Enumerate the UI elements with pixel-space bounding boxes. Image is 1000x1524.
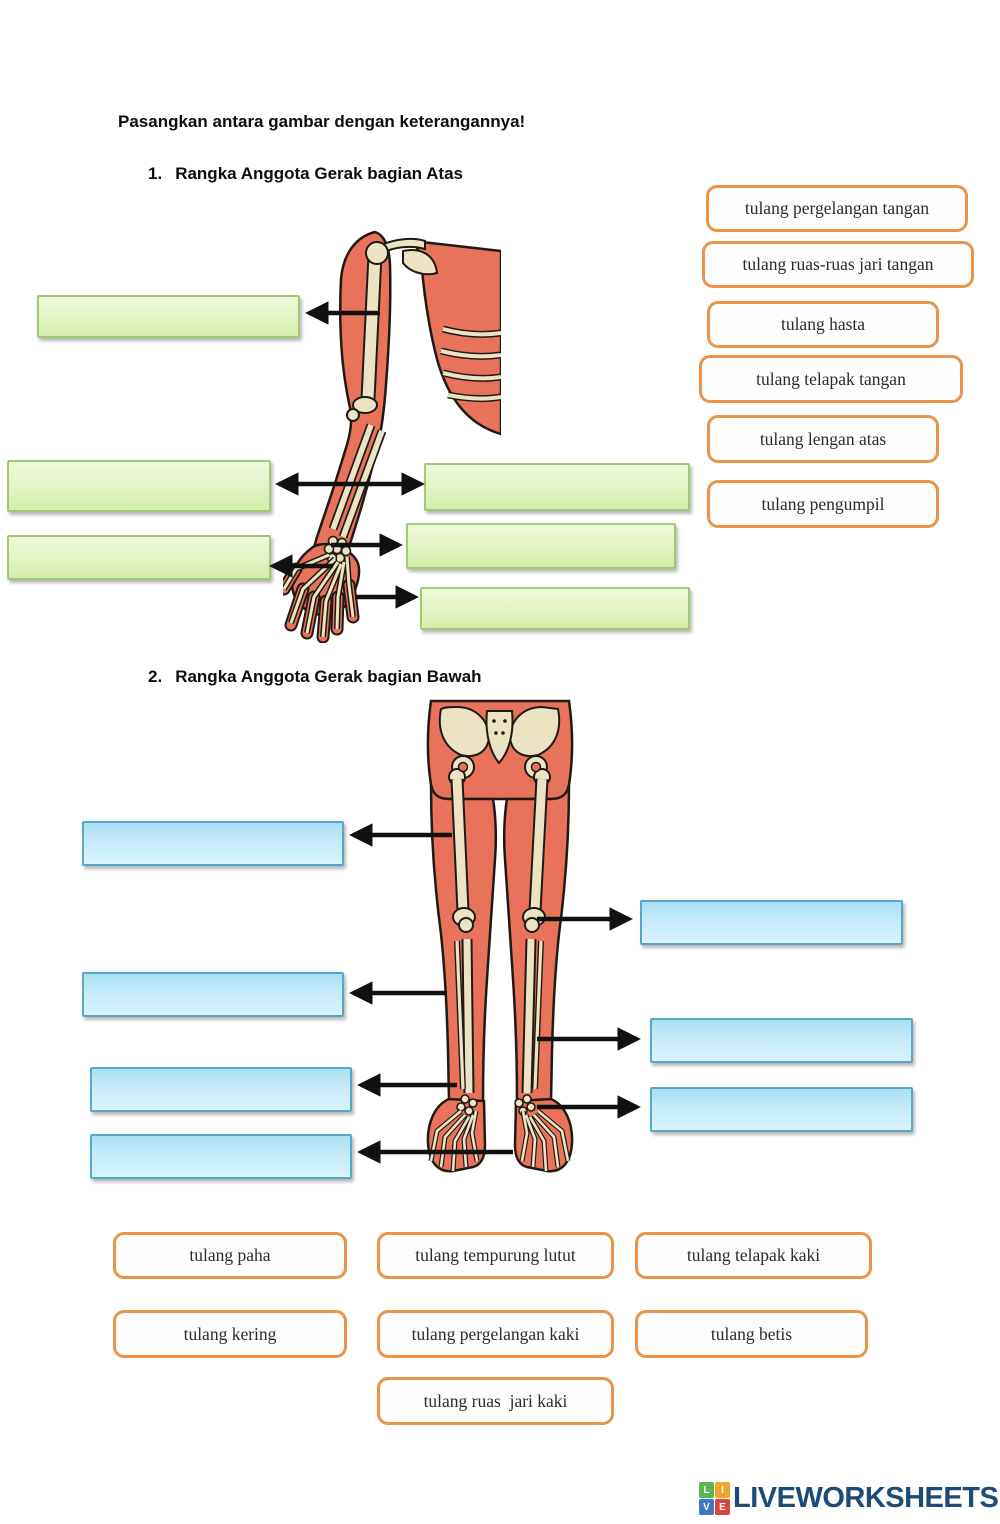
option-label: tulang lengan atas bbox=[759, 428, 887, 449]
section1-heading-text: Rangka Anggota Gerak bagian Atas bbox=[175, 164, 463, 183]
liveworksheets-logo[interactable]: L I V E LIVEWORKSHEETS bbox=[699, 1482, 999, 1515]
answer-box-lower-3[interactable] bbox=[90, 1067, 352, 1112]
section1-number: 1. bbox=[148, 164, 163, 183]
answer-box-lower-4[interactable] bbox=[90, 1134, 352, 1179]
logo-letter-l: L bbox=[699, 1482, 714, 1498]
section1-heading: 1. Rangka Anggota Gerak bagian Atas bbox=[148, 164, 463, 184]
option-label: tulang kering bbox=[183, 1323, 277, 1344]
option-tulang-telapak-tangan[interactable]: tulang telapak tangan bbox=[699, 355, 963, 403]
legs-skeleton-illustration bbox=[426, 699, 574, 1173]
section2-number: 2. bbox=[148, 667, 163, 686]
option-tulang-paha[interactable]: tulang paha bbox=[113, 1232, 347, 1279]
option-label: tulang ruas-ruas jari tangan bbox=[742, 254, 934, 274]
option-label: tulang hasta bbox=[780, 314, 866, 334]
answer-box-lower-1[interactable] bbox=[82, 821, 344, 866]
option-tulang-pergelangan-tangan[interactable]: tulang pergelangan tangan bbox=[706, 185, 968, 232]
option-label: tulang betis bbox=[710, 1323, 793, 1344]
answer-box-lower-5[interactable] bbox=[640, 900, 903, 945]
option-label: tulang pengumpil bbox=[761, 493, 885, 514]
option-tulang-pengumpil[interactable]: tulang pengumpil bbox=[707, 480, 939, 528]
section2-heading: 2. Rangka Anggota Gerak bagian Bawah bbox=[148, 667, 482, 687]
answer-box-upper-1[interactable] bbox=[37, 295, 300, 338]
option-tulang-kering[interactable]: tulang kering bbox=[113, 1310, 347, 1358]
option-tulang-ruas-jari-kaki[interactable]: tulang ruas jari kaki bbox=[377, 1377, 614, 1425]
option-label: tulang pergelangan tangan bbox=[744, 198, 930, 218]
option-tulang-ruas-ruas-jari-tangan[interactable]: tulang ruas-ruas jari tangan bbox=[702, 241, 974, 288]
logo-letter-e: E bbox=[715, 1499, 730, 1515]
logo-letter-i: I bbox=[715, 1482, 730, 1498]
liveworksheets-logo-icon: L I V E bbox=[699, 1482, 730, 1515]
answer-box-lower-6[interactable] bbox=[650, 1018, 913, 1063]
section2-heading-text: Rangka Anggota Gerak bagian Bawah bbox=[175, 667, 482, 686]
page-title: Pasangkan antara gambar dengan keteranga… bbox=[118, 112, 526, 131]
option-label: tulang ruas jari kaki bbox=[423, 1390, 568, 1411]
brand-text: LIVEWORKSHEETS bbox=[733, 1482, 999, 1514]
answer-box-lower-7[interactable] bbox=[650, 1087, 913, 1132]
answer-box-upper-6[interactable] bbox=[420, 587, 690, 630]
option-tulang-betis[interactable]: tulang betis bbox=[635, 1310, 868, 1358]
answer-box-lower-2[interactable] bbox=[82, 972, 344, 1017]
option-tulang-telapak-kaki[interactable]: tulang telapak kaki bbox=[635, 1232, 872, 1279]
answer-box-upper-5[interactable] bbox=[406, 523, 676, 569]
logo-letter-v: V bbox=[699, 1499, 714, 1515]
option-tulang-lengan-atas[interactable]: tulang lengan atas bbox=[707, 415, 939, 463]
option-label: tulang telapak tangan bbox=[756, 368, 906, 389]
answer-box-upper-2[interactable] bbox=[7, 460, 271, 512]
option-tulang-tempurung-lutut[interactable]: tulang tempurung lutut bbox=[377, 1232, 614, 1279]
option-label: tulang tempurung lutut bbox=[415, 1245, 576, 1265]
option-tulang-pergelangan-kaki[interactable]: tulang pergelangan kaki bbox=[377, 1310, 614, 1358]
answer-box-upper-4[interactable] bbox=[424, 463, 690, 511]
option-label: tulang telapak kaki bbox=[686, 1245, 821, 1265]
answer-box-upper-3[interactable] bbox=[7, 535, 271, 580]
option-label: tulang paha bbox=[189, 1245, 271, 1265]
arm-skeleton-illustration bbox=[283, 230, 501, 643]
option-tulang-hasta[interactable]: tulang hasta bbox=[707, 301, 939, 348]
option-label: tulang pergelangan kaki bbox=[411, 1323, 580, 1344]
